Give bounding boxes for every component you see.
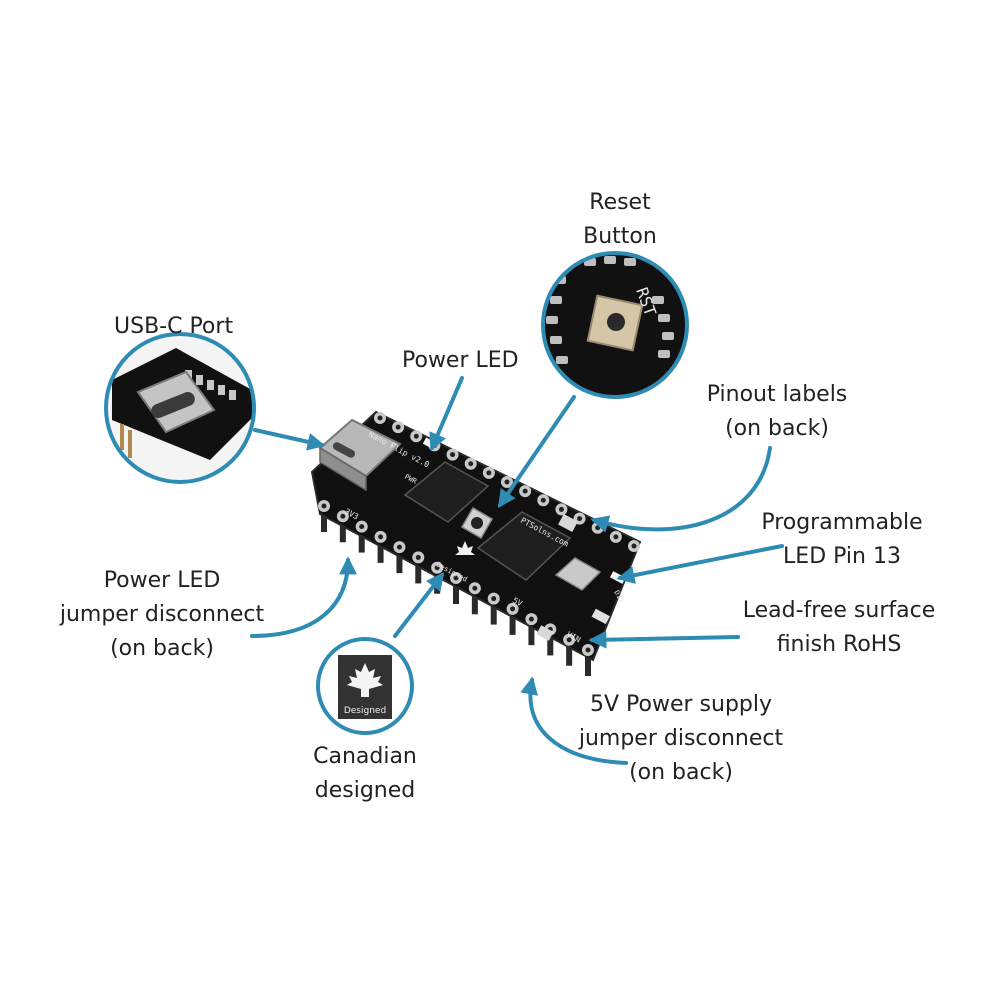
header-pin [547, 629, 554, 656]
top-pad-hole [540, 497, 546, 503]
reset-inset-pad [658, 350, 670, 358]
bottom-pad-hole [472, 585, 478, 591]
header-pin [415, 557, 422, 584]
top-pad-hole [486, 470, 492, 476]
vin-pad [536, 625, 554, 641]
arrow-pinout [590, 446, 772, 533]
header-pads-bottom [318, 500, 594, 656]
bottom-pad-hole [491, 596, 497, 602]
reset-button-board [460, 506, 494, 540]
label-canadian: Canadian designed [313, 744, 417, 803]
top-pad-hole [577, 516, 583, 522]
header-pin [358, 526, 365, 553]
header-pin [566, 639, 573, 666]
designed-badge-text: Designed [344, 706, 386, 716]
bottom-pad-hole [359, 524, 365, 530]
microcontroller-chip [476, 511, 572, 581]
silk-5v: 5V [511, 596, 524, 609]
bottom-pad-hole [340, 513, 346, 519]
top-pad-hole [558, 506, 564, 512]
reset-inset-pad [662, 332, 674, 340]
label-led13: Programmable LED Pin 13 [761, 510, 923, 569]
header-pin [321, 506, 327, 532]
jumper-pad [558, 513, 578, 533]
header-pin [528, 619, 535, 646]
reset-inset-pad [550, 336, 562, 344]
reset-inset-pad [550, 296, 562, 304]
arrow-pwr-jumper [250, 556, 357, 638]
top-pad-hole [377, 415, 383, 421]
top-pad-hole [613, 534, 619, 540]
bottom-pad-hole [396, 544, 402, 550]
label-usb-c: USB-C Port [114, 314, 234, 339]
label-power-led: Power LED [402, 348, 519, 373]
header-pin [471, 588, 478, 615]
bottom-pad-hole [378, 534, 384, 540]
usb-c-connector [318, 418, 402, 492]
canadian-designed-inset: Designed [316, 637, 414, 735]
bottom-pad-hole [510, 606, 516, 612]
top-pad-hole [595, 525, 601, 531]
header-pin [339, 516, 346, 543]
arrow-5v [520, 676, 628, 765]
reset-inset-pad [546, 316, 558, 324]
reset-inset-pad [624, 258, 636, 266]
top-pad-hole [631, 543, 637, 549]
label-pinout: Pinout labels (on back) [706, 382, 848, 441]
arrow-led13 [616, 544, 784, 585]
bottom-pad-hole [434, 565, 440, 571]
arrow-reset [497, 395, 576, 508]
label-reset-button: Reset Button [583, 190, 657, 249]
reset-inset-pad [604, 256, 616, 264]
usb-serial-chip [403, 461, 490, 523]
label-pwr-jumper: Power LED jumper disconnect (on back) [59, 568, 265, 661]
label-leadfree: Lead-free surface finish RoHS [742, 598, 936, 657]
arrow-power-led [429, 376, 464, 452]
arrow-usb-c [253, 428, 326, 451]
header-pin [396, 547, 403, 574]
label-5v-jumper: 5V Power supply jumper disconnect (on ba… [578, 692, 784, 785]
voltage-regulator [591, 608, 610, 625]
reset-inset-pad [652, 296, 664, 304]
top-pad-hole [468, 461, 474, 467]
top-pad-hole [413, 433, 419, 439]
arrow-canadian [393, 572, 445, 638]
bottom-pad-hole [321, 503, 327, 509]
top-pad-hole [450, 452, 456, 458]
bottom-pad-hole [528, 616, 534, 622]
bottom-pad-hole [415, 554, 421, 560]
header-pin [377, 536, 384, 563]
board-maple-leaf-icon [455, 541, 475, 555]
bottom-pad-hole [566, 637, 572, 643]
arduino-nano-board: Nano Flip v2.0 PTSolns.com 3V3 5V VIN D1… [310, 410, 642, 676]
maple-leaf-icon [347, 663, 383, 697]
header-pin [509, 608, 516, 635]
header-pin [453, 578, 459, 604]
bottom-pad-hole [453, 575, 459, 581]
reset-button-inset: RST [541, 251, 689, 399]
crystal-oscillator [554, 557, 602, 591]
reset-inset-pad [658, 314, 670, 322]
bottom-pad-hole [585, 647, 591, 653]
arrow-leadfree [588, 630, 740, 649]
header-pin [490, 598, 497, 625]
reset-inset-pad [556, 356, 568, 364]
top-pad-hole [504, 479, 510, 485]
usb-c-inset [104, 332, 256, 484]
header-pin [585, 650, 591, 676]
top-pad-hole [395, 424, 401, 430]
top-pad-hole [522, 488, 528, 494]
